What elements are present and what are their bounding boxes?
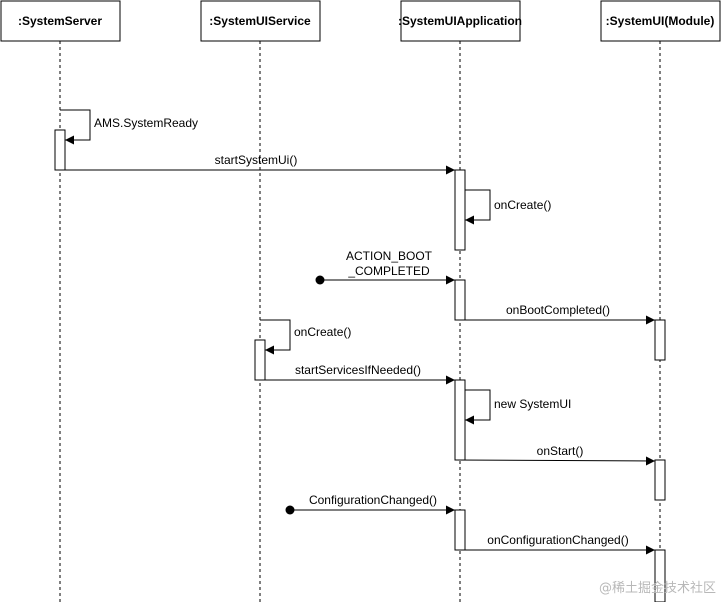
participant-label: :SystemUIService bbox=[209, 14, 311, 28]
message-label: onConfigurationChanged() bbox=[487, 533, 628, 547]
watermark: @稀土掘金技术社区 bbox=[599, 580, 716, 596]
participant-systemuiapplication: :SystemUIApplication bbox=[398, 0, 522, 42]
activation-systemserver bbox=[54, 129, 66, 171]
message-label-line2: _COMPLETED bbox=[347, 264, 430, 278]
message-onstart: onStart() bbox=[454, 444, 656, 466]
message-label: onCreate() bbox=[294, 325, 351, 339]
message-label: startServicesIfNeeded() bbox=[295, 363, 421, 377]
message-label-line1: ACTION_BOOT bbox=[346, 249, 433, 263]
activation-systemui-module-2 bbox=[654, 459, 666, 501]
message-oncreate-app: onCreate() bbox=[465, 189, 551, 225]
activation-systemui-module-1 bbox=[654, 319, 666, 361]
message-label: ConfigurationChanged() bbox=[309, 493, 437, 507]
participant-systemserver: :SystemServer bbox=[0, 0, 121, 42]
activation-systemuiapplication-3 bbox=[454, 379, 466, 461]
participant-label: :SystemUIApplication bbox=[398, 14, 522, 28]
message-onconfigurationchanged: onConfigurationChanged() bbox=[455, 533, 655, 555]
participant-label: :SystemServer bbox=[18, 14, 102, 28]
message-new-systemui: new SystemUI bbox=[465, 389, 571, 425]
activation-systemuiapplication-1 bbox=[454, 169, 466, 251]
message-onbootcompleted: onBootCompleted() bbox=[455, 303, 655, 325]
message-label: onStart() bbox=[537, 444, 584, 458]
activation-systemuiservice bbox=[254, 339, 266, 381]
participant-systemuiservice: :SystemUIService bbox=[200, 0, 321, 42]
message-action-boot-completed: ACTION_BOOT _COMPLETED bbox=[315, 249, 455, 285]
activation-systemuiapplication-2 bbox=[454, 279, 466, 321]
message-configurationchanged: ConfigurationChanged() bbox=[285, 493, 455, 515]
message-label: onBootCompleted() bbox=[506, 303, 610, 317]
message-oncreate-service: onCreate() bbox=[260, 319, 351, 355]
participant-label: :SystemUI(Module) bbox=[606, 14, 715, 28]
activation-systemui-module-3 bbox=[654, 549, 666, 602]
message-startservicesifneeded: startServicesIfNeeded() bbox=[265, 363, 455, 385]
message-label: AMS.SystemReady bbox=[94, 116, 198, 130]
message-label: startSystemUi() bbox=[215, 153, 298, 167]
activation-systemuiapplication-4 bbox=[454, 509, 466, 551]
message-ams-systemready: AMS.SystemReady bbox=[60, 109, 198, 145]
participant-systemui-module: :SystemUI(Module) bbox=[600, 0, 721, 42]
message-label: new SystemUI bbox=[494, 397, 571, 411]
message-label: onCreate() bbox=[494, 198, 551, 212]
message-start-systemui: startSystemUi() bbox=[65, 153, 455, 175]
